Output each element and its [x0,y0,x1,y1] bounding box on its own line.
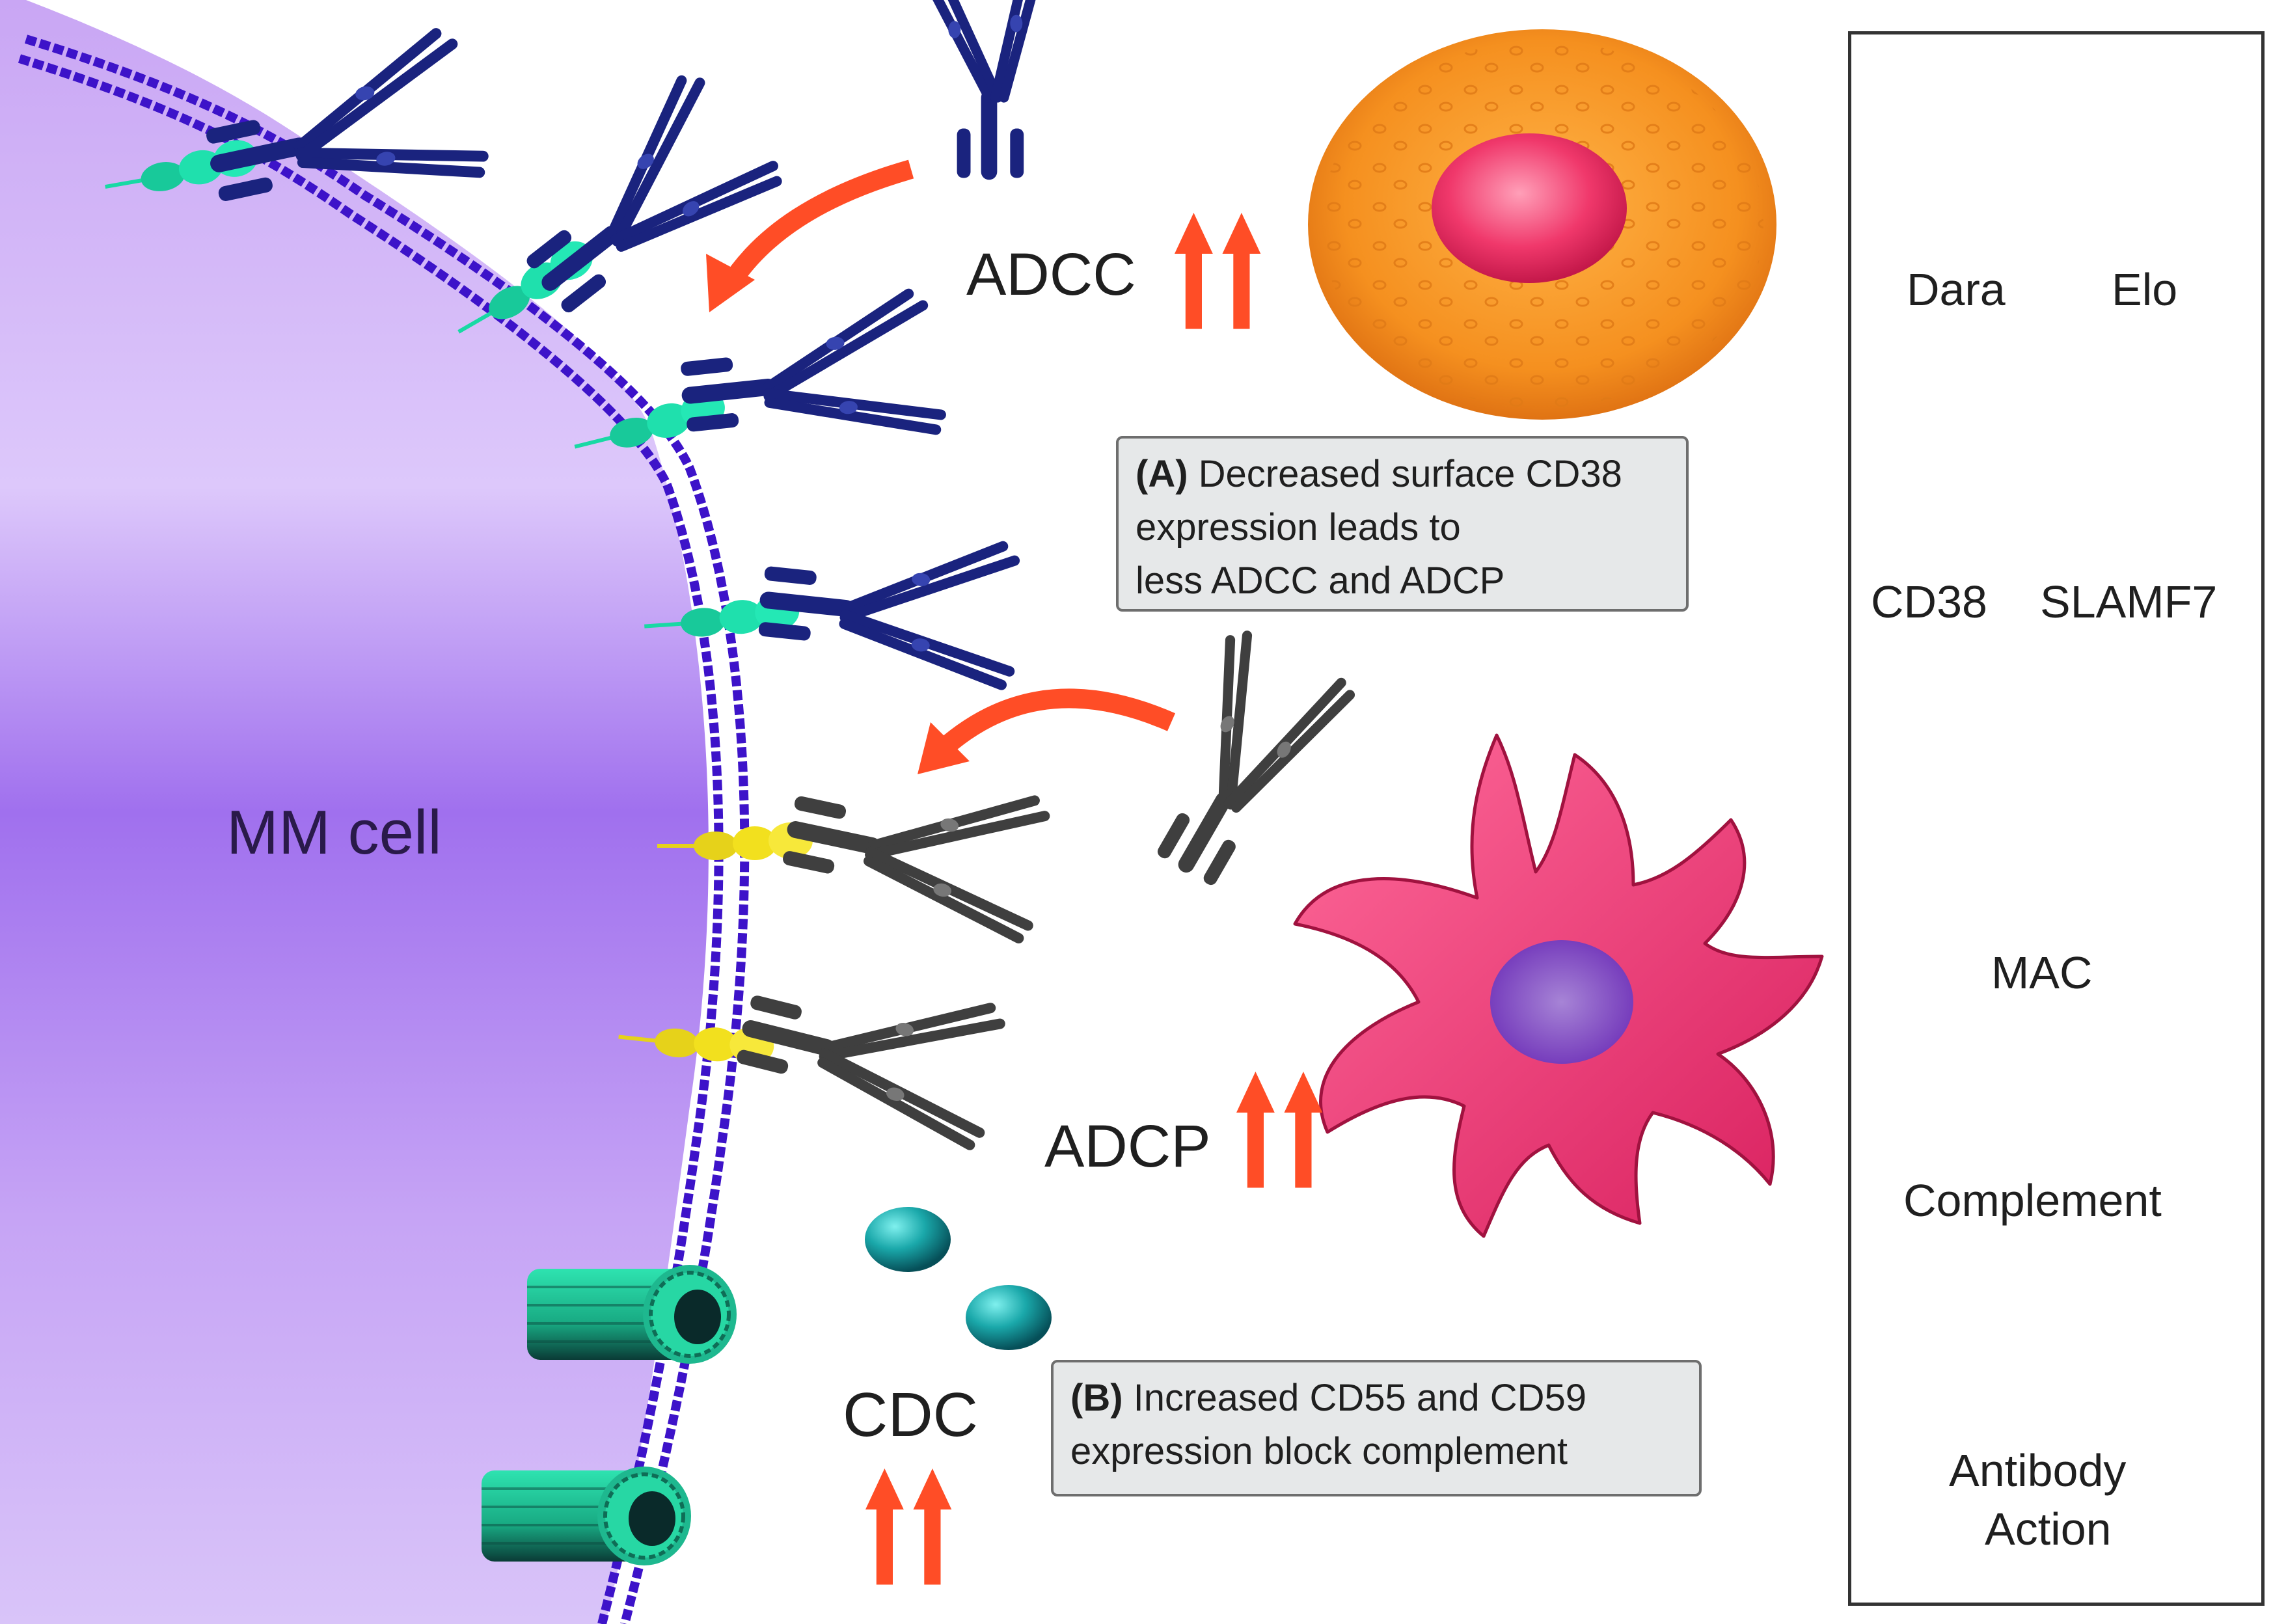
elo-antibody [777,752,1054,940]
cdc-label: CDC [843,1380,978,1450]
adcp-up-arrows [1236,1072,1323,1188]
note-a: (A) Decreased surface CD38 expression le… [1116,436,1689,612]
legend-mac-label: MAC [1991,947,2093,998]
adcp-arrow-head [918,722,970,774]
cdc-up-arrows [865,1468,952,1585]
note-b-line2: expression block complement [1070,1430,1568,1472]
nk-cell-nucleus [1432,133,1627,283]
macrophage-nucleus [1490,940,1633,1064]
note-b-line1: Increased CD55 and CD59 [1133,1377,1587,1419]
legend-action-line1: Antibody [1949,1445,2127,1496]
adcc-arrow [720,159,914,292]
free-dara-antibody [915,0,1046,178]
mm-cell-label: MM cell [226,798,442,867]
note-a-line1: Decreased surface CD38 [1198,453,1622,495]
adcc-label: ADCC [966,241,1136,308]
free-elo-antibody [1119,624,1354,899]
legend-cd38-label: CD38 [1871,576,1987,627]
legend-complement-label: Complement [1903,1175,2162,1226]
complement-particle [865,1207,951,1272]
complement-particle [966,1285,1052,1350]
legend-box [1848,31,2265,1606]
adcc-arrow-head [706,254,755,312]
legend-dara-label: Dara [1907,264,2006,315]
adcp-label: ADCP [1044,1113,1211,1180]
dara-antibody [755,522,1022,686]
dara-antibody [675,291,942,455]
adcc-up-arrows [1175,213,1261,329]
note-b: (B) Increased CD55 and CD59 expression b… [1051,1360,1702,1496]
mac-complex [527,1265,737,1364]
adcp-arrow [937,688,1176,756]
legend-elo-label: Elo [2112,264,2178,315]
note-a-line3: less ADCC and ADCP [1136,560,1505,602]
mac-complex [482,1467,691,1565]
note-b-tag: (B) [1070,1377,1123,1419]
mm-cell-body [0,0,709,1624]
note-a-line2: expression leads to [1136,506,1461,548]
nk-cell [1308,29,1776,420]
legend-action-line2: Action [1985,1504,2112,1554]
legend-slamf7-label: SLAMF7 [2040,576,2218,627]
note-a-tag: (A) [1136,453,1188,495]
macrophage [1293,733,1824,1238]
